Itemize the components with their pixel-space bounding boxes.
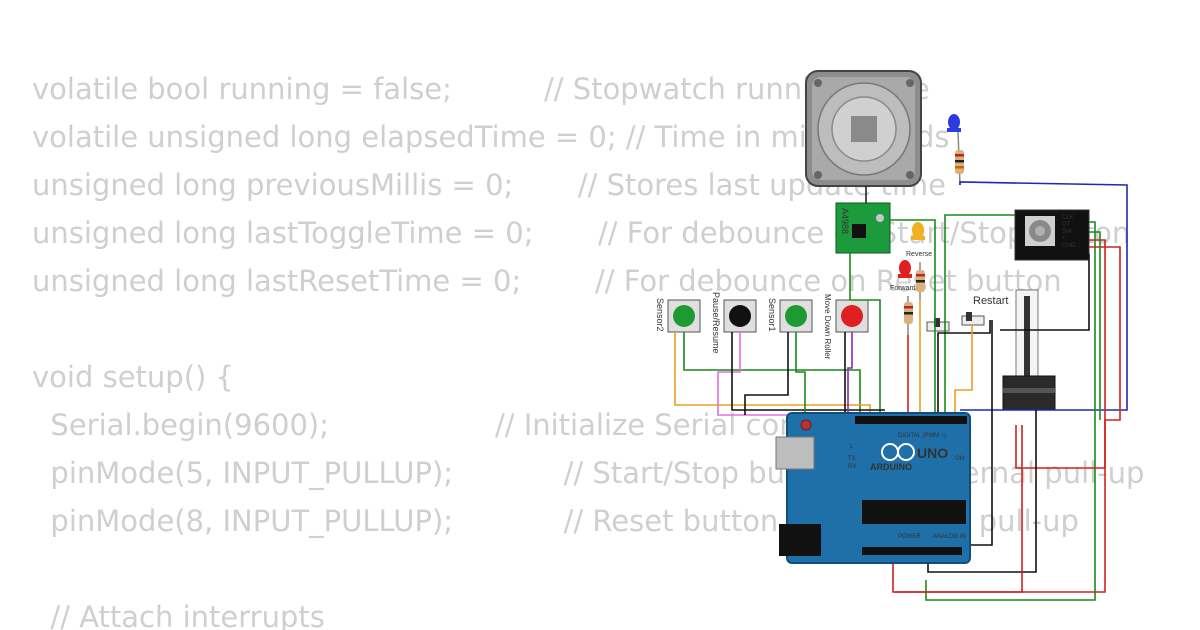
reverse-label: Reverse (906, 251, 932, 258)
resistor-forward (904, 296, 913, 335)
svg-text:Pause/Resume: Pause/Resume (711, 292, 721, 354)
driver-label: A4988 (840, 208, 850, 234)
tx-label: TX (848, 456, 856, 462)
blue-led[interactable] (947, 114, 961, 132)
analog-label: ANALOG IN (933, 534, 966, 540)
resistor-blue (955, 131, 964, 186)
digital-label: DIGITAL (PWM ~) (898, 433, 946, 439)
svg-text:GND: GND (1062, 243, 1076, 249)
svg-text:Sensor1: Sensor1 (767, 298, 777, 332)
l-label: L (850, 444, 854, 450)
svg-text:SW: SW (1062, 229, 1072, 235)
reverse-led[interactable]: Reverse (906, 222, 932, 258)
code-line: void setup() { (32, 360, 234, 394)
rx-label: RX (848, 464, 856, 470)
slide-switch-left[interactable] (926, 318, 950, 332)
move-down-label: Move Down Roller (823, 294, 832, 360)
button-sensor1[interactable] (779, 299, 813, 333)
svg-text:CLK: CLK (1062, 215, 1074, 221)
arduino-model: UNO (917, 445, 948, 461)
svg-text:+: + (1062, 236, 1066, 242)
button-move-down-roller[interactable] (835, 299, 869, 333)
resistor-reverse (916, 262, 925, 300)
stepper-motor[interactable] (805, 70, 922, 187)
on-label: ON (955, 456, 964, 462)
a4988-driver[interactable]: A4988 (835, 202, 891, 254)
forward-label: Forward (890, 285, 916, 292)
svg-text:Sensor2: Sensor2 (655, 298, 665, 332)
forward-led[interactable]: Forward (890, 260, 916, 292)
restart-label: Restart (973, 295, 1008, 307)
code-line: // Attach interrupts (32, 600, 325, 630)
button-labels: Sensor2 Pause/Resume Sensor1 Move Down R… (655, 292, 832, 360)
svg-text:DT: DT (1062, 222, 1070, 228)
code-line: unsigned long lastToggleTime = 0; // For… (32, 216, 1131, 250)
code-line: unsigned long lastResetTime = 0; // For … (32, 264, 1062, 298)
rotary-encoder[interactable] (1014, 209, 1090, 261)
code-line: Serial.begin(9600); // Initialize Serial… (32, 408, 970, 442)
encoder-pin-labels: CLK DT SW + GND (1062, 215, 1076, 249)
code-line: unsigned long previousMillis = 0; // Sto… (32, 168, 946, 202)
power-label: POWER (898, 534, 921, 540)
button-pause-resume[interactable] (723, 299, 757, 333)
slide-potentiometer[interactable] (1002, 289, 1056, 411)
arduino-uno-board[interactable]: ARDUINO UNO DIGITAL (PWM ~) POWER ANALOG… (775, 412, 971, 564)
code-line: volatile unsigned long elapsedTime = 0; … (32, 120, 950, 154)
slide-switch-right[interactable] (961, 312, 985, 326)
arduino-logo: ARDUINO (870, 462, 912, 472)
button-sensor2[interactable] (667, 299, 701, 333)
